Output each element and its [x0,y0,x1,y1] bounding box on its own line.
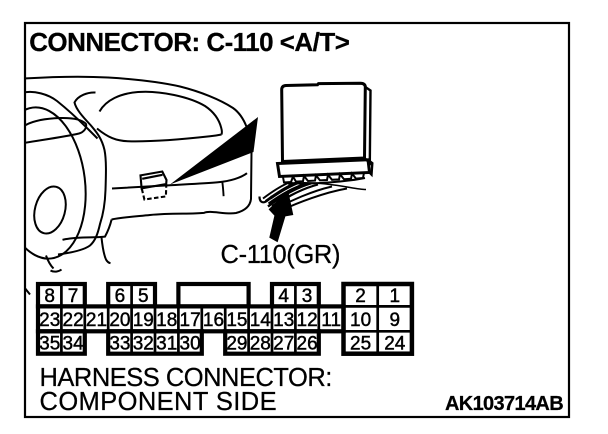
svg-text:34: 34 [63,334,85,355]
svg-text:9: 9 [390,310,401,331]
svg-text:16: 16 [203,310,224,331]
svg-text:31: 31 [156,334,177,355]
svg-text:33: 33 [109,334,130,355]
svg-text:14: 14 [250,310,272,331]
svg-text:5: 5 [138,286,149,307]
svg-text:11: 11 [321,310,341,331]
svg-text:30: 30 [180,334,201,355]
svg-text:21: 21 [86,310,107,331]
svg-text:29: 29 [226,334,247,355]
svg-text:15: 15 [226,310,247,331]
svg-text:27: 27 [273,334,294,355]
svg-text:2: 2 [355,286,366,307]
svg-text:17: 17 [180,310,201,331]
svg-text:35: 35 [39,334,60,355]
svg-text:6: 6 [115,286,126,307]
svg-text:18: 18 [156,310,177,331]
svg-text:12: 12 [297,310,318,331]
svg-text:32: 32 [133,334,154,355]
svg-text:25: 25 [350,334,371,355]
svg-text:3: 3 [302,286,313,307]
svg-text:7: 7 [68,286,79,307]
svg-text:22: 22 [63,310,84,331]
svg-text:8: 8 [44,286,55,307]
svg-text:1: 1 [390,286,401,307]
svg-text:23: 23 [39,310,60,331]
svg-text:19: 19 [133,310,154,331]
svg-text:24: 24 [384,334,406,355]
svg-text:20: 20 [109,310,130,331]
svg-text:13: 13 [273,310,294,331]
svg-text:4: 4 [278,286,289,307]
svg-text:26: 26 [297,334,318,355]
svg-text:10: 10 [350,310,371,331]
svg-text:28: 28 [250,334,271,355]
